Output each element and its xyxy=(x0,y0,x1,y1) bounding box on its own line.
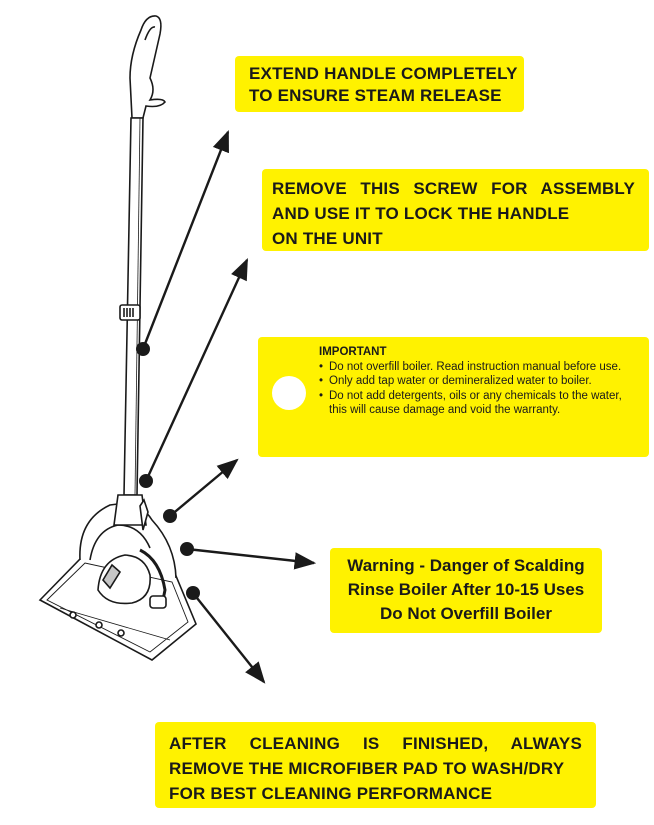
important-item: Only add tap water or demineralized wate… xyxy=(319,374,639,389)
pad-line2: REMOVE THE MICROFIBER PAD TO WASH/DRY xyxy=(169,759,565,778)
important-notice-label: IMPORTANT Do not overfill boiler. Read i… xyxy=(258,337,649,457)
important-item: Do not overfill boiler. Read instruction… xyxy=(319,360,639,375)
handle-grip xyxy=(129,15,166,119)
microfiber-pad-label: AFTER CLEANING IS FINISHED, ALWAYS REMOV… xyxy=(155,722,596,808)
important-title: IMPORTANT xyxy=(319,346,387,358)
remove-screw-label: REMOVE THIS SCREW FOR ASSEMBLY AND USE I… xyxy=(262,169,649,251)
extend-handle-line2: TO ENSURE STEAM RELEASE xyxy=(249,86,502,105)
arrow-handle xyxy=(141,129,230,350)
callout-arrows xyxy=(141,129,317,684)
remove-screw-line1: REMOVE THIS SCREW FOR ASSEMBLY xyxy=(272,179,635,198)
extend-handle-label: EXTEND HANDLE COMPLETELY TO ENSURE STEAM… xyxy=(235,56,524,112)
pad-line1: AFTER CLEANING IS FINISHED, ALWAYS xyxy=(169,734,582,753)
warning-line2: Rinse Boiler After 10-15 Uses xyxy=(347,580,585,599)
callout-dots xyxy=(136,342,200,600)
info-circle-icon xyxy=(272,376,306,410)
remove-screw-line3: ON THE UNIT xyxy=(272,229,383,248)
arrow-important xyxy=(169,458,239,517)
important-list: Do not overfill boiler. Read instruction… xyxy=(319,360,639,418)
extend-handle-line1: EXTEND HANDLE COMPLETELY xyxy=(249,64,518,83)
arrow-screw xyxy=(144,258,249,482)
handle-pole xyxy=(119,117,144,496)
warning-line3: Do Not Overfill Boiler xyxy=(380,604,552,623)
important-item: Do not add detergents, oils or any chemi… xyxy=(319,389,639,418)
mop-base xyxy=(38,494,197,661)
arrow-pad xyxy=(192,592,266,684)
remove-screw-line2: AND USE IT TO LOCK THE HANDLE xyxy=(272,204,570,223)
warning-line1: Warning - Danger of Scalding xyxy=(347,556,585,575)
pad-line3: FOR BEST CLEANING PERFORMANCE xyxy=(169,784,493,803)
arrow-warning xyxy=(186,547,317,570)
scalding-warning-label: Warning - Danger of Scalding Rinse Boile… xyxy=(330,548,602,633)
